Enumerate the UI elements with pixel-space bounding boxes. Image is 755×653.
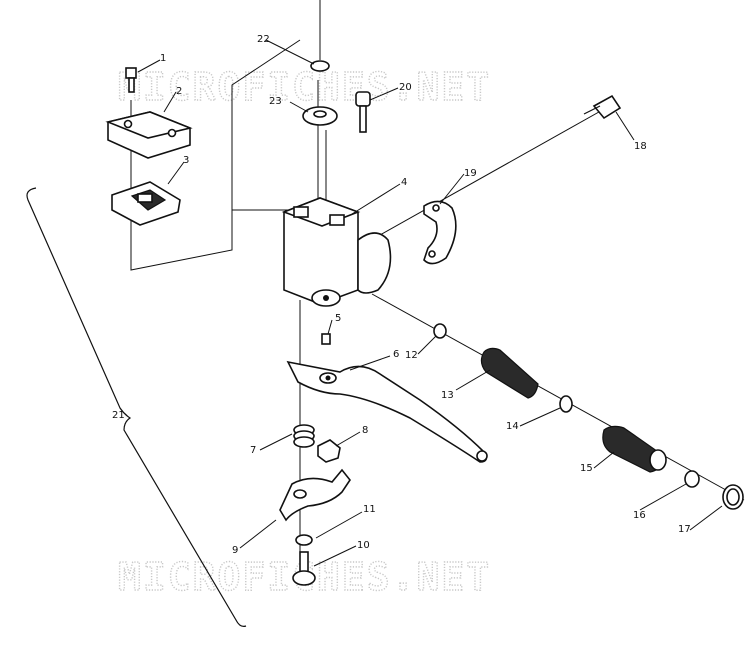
part-cap-17 [722,484,744,510]
callout-12: 12 [405,350,418,361]
callout-9: 9 [232,545,238,556]
leader-lines [137,39,723,567]
part-screw-10 [292,551,316,586]
callout-2: 2 [176,86,182,97]
callout-20: 20 [399,82,412,93]
callout-22: 22 [257,34,270,45]
part-bolt-18 [379,94,622,236]
callout-5: 5 [335,313,341,324]
part-screw-1 [125,67,137,93]
callout-19: 19 [464,168,477,179]
part-bleeder-20 [355,91,371,133]
callout-8: 8 [362,425,368,436]
part-cover-2 [105,111,193,159]
callout-labels: 1 2 3 4 5 6 7 8 9 10 11 12 13 14 15 16 1… [112,34,691,556]
watermark-top: MICROFICHES.NET [118,65,491,109]
assembly-brace [26,187,247,627]
callout-11: 11 [363,504,376,515]
callout-13: 13 [441,390,454,401]
part-master-cylinder-4 [281,197,392,307]
callout-6: 6 [393,349,399,360]
part-washer-23 [302,106,338,126]
part-diaphragm-3 [111,181,181,226]
part-clamp-19 [423,200,457,265]
callout-14: 14 [506,421,519,432]
callout-3: 3 [183,155,189,166]
part-seal-16 [684,470,700,488]
part-switch-bracket-9 [279,468,351,522]
part-washer-11 [295,534,313,546]
part-nut-8 [317,439,341,463]
callout-23: 23 [269,96,282,107]
callout-18: 18 [634,141,647,152]
part-washer-14 [559,395,573,413]
part-spring-7 [293,424,315,448]
callout-17: 17 [678,524,691,535]
part-piston-15 [602,425,667,473]
callout-16: 16 [633,510,646,521]
callout-15: 15 [580,463,593,474]
part-bushing-5 [321,333,331,345]
part-lever-6 [286,360,488,463]
callout-7: 7 [250,445,256,456]
callout-21: 21 [112,410,125,421]
part-washer-12 [433,323,447,339]
part-washer-22 [310,60,330,72]
callout-10: 10 [357,540,370,551]
part-spring-13 [480,347,539,399]
callout-1: 1 [160,53,166,64]
callout-4: 4 [401,177,407,188]
